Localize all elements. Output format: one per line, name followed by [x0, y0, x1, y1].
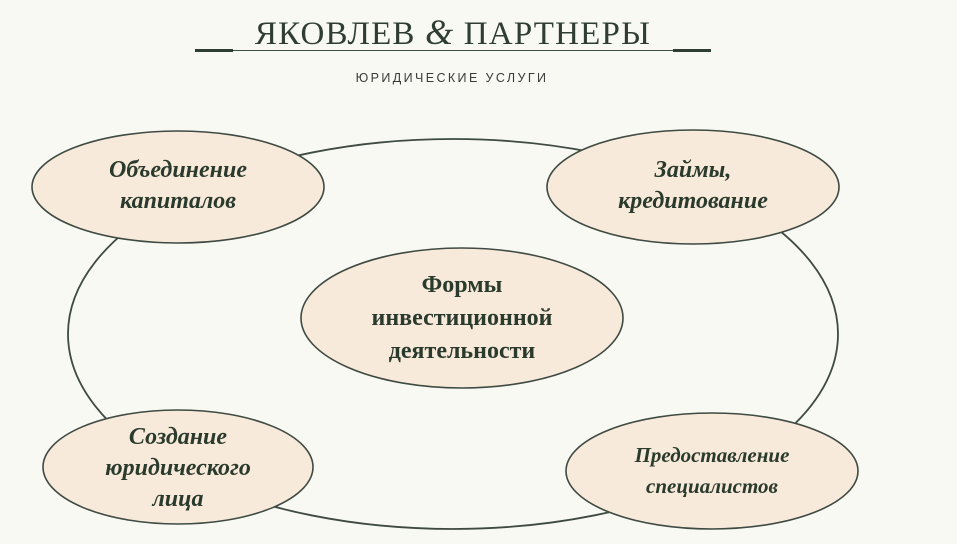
title-underline-accent-right [673, 49, 711, 52]
node-legal-entity-creation: Создание юридического лица [45, 420, 311, 516]
node-line: Предоставление [634, 443, 790, 467]
node-line: лица [152, 485, 204, 512]
node-line: Объединение [109, 157, 247, 183]
node-shape-bottom-right [565, 412, 859, 530]
brand-name-part1: ЯКОВЛЕВ [254, 16, 416, 52]
node-loans-lending: Займы, кредитование [549, 138, 837, 234]
node-line: Займы, [654, 157, 732, 183]
node-line: кредитование [618, 188, 768, 214]
node-shape-top-left [31, 130, 325, 244]
brand-ampersand: & [425, 12, 455, 52]
node-specialists-provision: Предоставление специалистов [568, 426, 856, 516]
brand-subtitle: ЮРИДИЧЕСКИЕ УСЛУГИ [355, 71, 549, 85]
center-node-line-3: деятельности [388, 337, 536, 364]
node-shape-top-right [546, 129, 840, 245]
brand-name-part2: ПАРТНЕРЫ [463, 16, 652, 52]
center-node-line-1: Формы [421, 271, 503, 298]
center-node-shape [300, 247, 624, 389]
node-line: специалистов [646, 474, 778, 498]
node-shape-bottom-left [42, 409, 314, 525]
node-line: юридического [105, 454, 251, 481]
center-node: Формы инвестиционной деятельности [302, 250, 622, 386]
node-line: Создание [128, 423, 228, 450]
title-underline-accent-left [195, 49, 233, 52]
header: ЯКОВЛЕВ & ПАРТНЕРЫ ЮРИДИЧЕСКИЕ УСЛУГИ [0, 0, 957, 100]
brand-logo-title: ЯКОВЛЕВ & ПАРТНЕРЫ [233, 14, 673, 52]
title-underline [195, 50, 711, 51]
node-capital-pooling: Объединение капиталов [34, 138, 322, 234]
connecting-ring [67, 138, 839, 530]
node-line: капиталов [120, 188, 236, 214]
center-node-line-2: инвестиционной [371, 304, 553, 331]
